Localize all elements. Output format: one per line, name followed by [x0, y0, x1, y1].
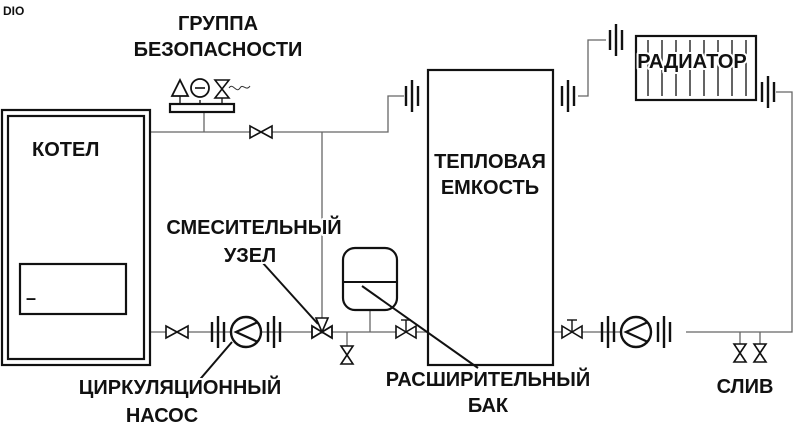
safety-valve-icon: [213, 79, 231, 99]
boiler-panel-mark: –: [26, 288, 36, 308]
heat-tank-label: ЕМКОСТЬ: [441, 177, 539, 199]
safety-group-label: ГРУППА: [178, 13, 258, 35]
mixing-unit-pointer: [261, 261, 319, 325]
callout-lines: [195, 261, 479, 385]
safety-group-label: БЕЗОПАСНОСТИ: [134, 39, 303, 61]
fittings: [210, 24, 776, 348]
valves: [165, 124, 768, 365]
radiator-label: РАДИАТОР: [637, 51, 746, 73]
labels: DIO ГРУППА БЕЗОПАСНОСТИ КОТЕЛ ТЕПЛОВАЯ Е…: [3, 4, 775, 429]
safety-valve-discharge: [228, 85, 251, 91]
boiler: –: [0, 108, 152, 367]
expansion-tank-body: [341, 246, 399, 312]
mixing-unit-label: СМЕСИТЕЛЬНЫЙ: [166, 215, 341, 239]
radiator-return-pipe: [686, 91, 793, 333]
heat-tank-label: ТЕПЛОВАЯ: [434, 151, 546, 173]
safety-group: [168, 77, 251, 114]
tank-to-radiator-pipe: [578, 39, 606, 97]
boiler-inner-outline: [6, 114, 146, 361]
pump-pointer: [195, 341, 233, 385]
drain-valve-icon: [732, 343, 748, 363]
expansion-tank-label: БАК: [468, 395, 509, 417]
pump-left: [229, 315, 263, 349]
pump-flow-arrow: [623, 320, 649, 344]
pump-flow-arrow: [233, 320, 259, 344]
drain-valve-icon: [339, 345, 355, 365]
boiler-panel: [18, 262, 128, 316]
air-vent-icon: [170, 77, 190, 97]
watermark: DIO: [3, 4, 24, 18]
expansion-tank-label: РАСШИРИТЕЛЬНЫЙ: [386, 367, 591, 391]
pump-right: [619, 315, 653, 349]
mixing-unit-label: УЗЕЛ: [224, 245, 276, 267]
supply-pipe-upper: [150, 95, 404, 133]
safety-group-manifold: [168, 102, 236, 114]
radiator-frame: [634, 34, 758, 102]
pump-label: НАСОС: [126, 405, 198, 427]
mixing-valve-branch: [314, 317, 330, 335]
heat-tank: [426, 68, 555, 367]
ball-valve-icon: [165, 324, 189, 340]
radiator: [634, 34, 758, 102]
expansion-tank: [341, 246, 399, 312]
drain-label: СЛИВ: [717, 376, 774, 398]
pump-label: ЦИРКУЛЯЦИОННЫЙ: [79, 375, 282, 399]
boiler-label: КОТЕЛ: [32, 139, 99, 161]
drain-valve-icon: [752, 343, 768, 363]
expansion-tank-pointer: [361, 285, 479, 369]
ball-valve-icon: [249, 124, 273, 140]
